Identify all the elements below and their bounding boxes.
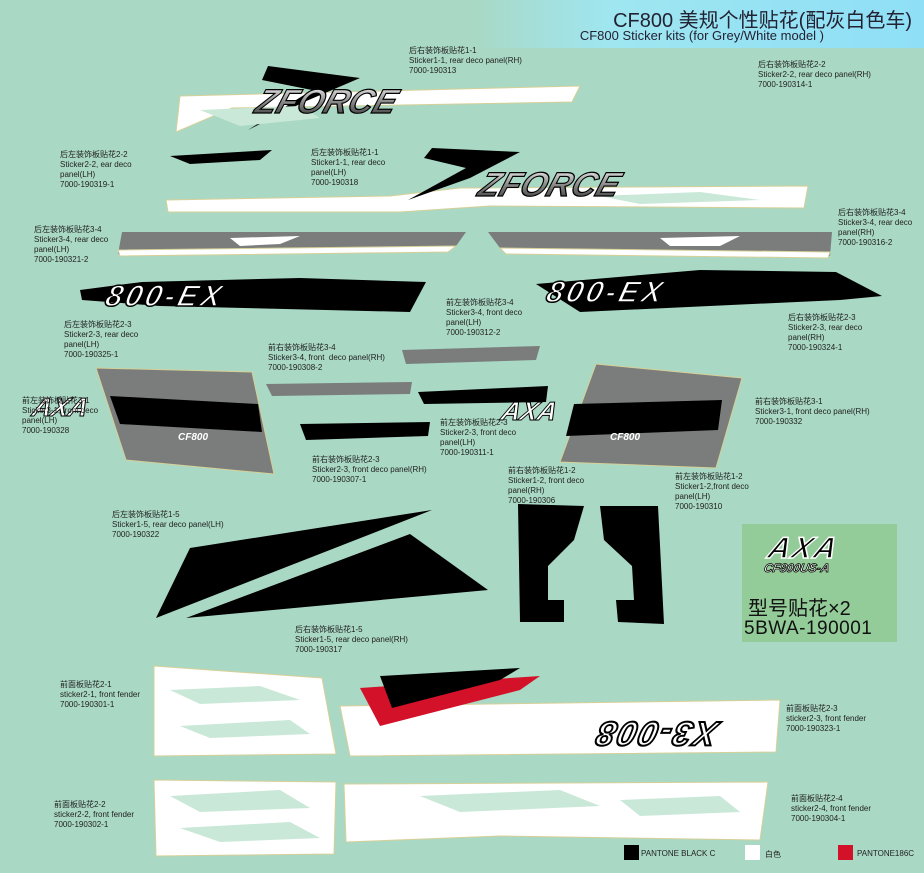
sticker-1-1-rh: ZFORCE	[175, 66, 581, 133]
sticker-2-3-front-lh	[418, 386, 548, 404]
zforce-logo-top: ZFORCE	[250, 83, 405, 121]
label-190325: 后左装饰板贴花2-3 Sticker2-3, rear deco panel(L…	[64, 320, 139, 359]
model-800ex-lh: 800-EX	[102, 279, 228, 312]
zforce-logo-lower: ZFORCE	[473, 166, 628, 204]
model-sticker-panel: AXA CF800US-A 型号贴花×2 5BWA-190001	[742, 524, 897, 642]
axa-logo-rh: AXA	[497, 396, 561, 425]
label-190301: 前面板贴花2-1 sticker2-1, front fender 7000-1…	[60, 680, 141, 709]
sticker-2-4-front-fender	[343, 781, 769, 843]
label-190324: 后右装饰板贴花2-3 Sticker2-3, rear deco panel(R…	[788, 313, 863, 352]
label-190322: 后左装饰板贴花1-5 Sticker1-5, rear deco panel(L…	[112, 510, 224, 539]
label-190308: 前右装饰板贴花3-4 Sticker3-4, front deco panel(…	[268, 343, 385, 372]
x3-800-logo: X3-008	[591, 714, 724, 751]
swatch-red-label: PANTONE186C	[857, 849, 915, 858]
sticker-1-5-rear-lh	[156, 510, 432, 618]
label-190319: 后左装饰板贴花2-2 Sticker2-2, ear deco panel(LH…	[60, 150, 132, 189]
swatch-white-label: 白色	[765, 850, 781, 859]
sticker-3-4-front-rh	[266, 382, 412, 396]
sticker-2-2-front-fender	[153, 779, 337, 857]
label-190323: 前面板贴花2-3 sticker2-3, front fender 7000-1…	[786, 704, 867, 733]
sticker-1-1-lh: ZFORCE	[165, 148, 809, 213]
model-sticker-logo: AXA CF800US-A	[763, 531, 844, 576]
label-190310: 前左装饰板贴花1-2 Sticker1-2,front deco panel(L…	[675, 472, 749, 511]
title-chinese: CF800 美规个性贴花(配灰白色车)	[613, 10, 912, 32]
sticker-1-5-rear-rh	[186, 534, 488, 618]
swatch-black	[624, 845, 639, 860]
label-190302: 前面板贴花2-2 sticker2-2, front fender 7000-1…	[54, 800, 135, 829]
sticker-2-3-rear-rh: 800-EX	[536, 270, 882, 312]
label-190307: 前右装饰板贴花2-3 Sticker2-3, front deco panel(…	[312, 455, 427, 484]
sticker-1-2-front-lh	[600, 506, 664, 624]
sticker-2-1-front-fender	[153, 665, 337, 757]
label-190332: 前右装饰板贴花3-1 Sticker3-1, front deco panel(…	[755, 397, 870, 426]
label-190316: 后右装饰板贴花3-4 Sticker3-4, rear deco panel(R…	[838, 208, 913, 247]
swatch-black-label: PANTONE BLACK C	[641, 849, 716, 858]
title-english: CF800 Sticker kits (for Grey/White model…	[579, 28, 824, 43]
label-190313: 后右装饰板贴花1-1 Sticker1-1, rear deco panel(R…	[409, 46, 522, 75]
sticker-1-2-front-rh	[518, 504, 584, 622]
model-800ex-rh: 800-EX	[543, 275, 669, 308]
label-190317: 后右装饰板贴花1-5 Sticker1-5, rear deco panel(R…	[295, 625, 408, 654]
swatch-red	[838, 845, 853, 860]
sticker-3-1-front-rh: AXA CF800	[496, 363, 743, 469]
label-190328: 前左装饰板贴花3-1 Sticker3-1, front deco panel(…	[22, 396, 99, 435]
sticker-2-3-rear-lh: 800-EX	[80, 278, 426, 314]
cf800-logo-lh: CF800	[178, 432, 208, 443]
model-sub-logo: CF800US-A	[763, 561, 831, 575]
label-190314: 后右装饰板贴花2-2 Sticker2-2, rear deco panel(R…	[758, 60, 871, 89]
label-190318: 后左装饰板贴花1-1 Sticker1-1, rear deco panel(L…	[311, 148, 386, 187]
model-sticker-label: 型号贴花×2	[748, 598, 851, 620]
sticker-3-1-front-lh: AXA CF800	[28, 367, 275, 475]
cf800-logo-rh: CF800	[610, 432, 640, 443]
sticker-3-4-rear-rh	[488, 232, 832, 259]
label-190312: 前左装饰板贴花3-4 Sticker3-4, front deco panel(…	[446, 298, 523, 337]
sticker-3-4-front-lh	[402, 346, 540, 364]
sticker-3-4-rear-lh	[117, 232, 466, 257]
sticker-2-2-lh	[170, 150, 272, 164]
axa-logo-lh: AXA	[28, 392, 92, 421]
label-190306: 前右装饰板贴花1-2 Sticker1-2, front deco panel(…	[508, 466, 585, 505]
model-sticker-part-number: 5BWA-190001	[744, 618, 873, 639]
sticker-2-3-front-fender: X3-008	[339, 668, 781, 757]
sticker-2-3-front-rh	[300, 422, 430, 440]
label-190321: 后左装饰板贴花3-4 Sticker3-4, rear deco panel(L…	[34, 225, 109, 264]
swatch-white	[745, 845, 760, 860]
label-190304: 前面板贴花2-4 sticker2-4, front fender 7000-1…	[791, 794, 872, 823]
model-axa-logo: AXA	[763, 532, 843, 565]
title-banner: CF800 美规个性贴花(配灰白色车) CF800 Sticker kits (…	[472, 0, 924, 48]
label-190311: 前左装饰板贴花2-3 Sticker2-3, front deco panel(…	[440, 418, 517, 457]
